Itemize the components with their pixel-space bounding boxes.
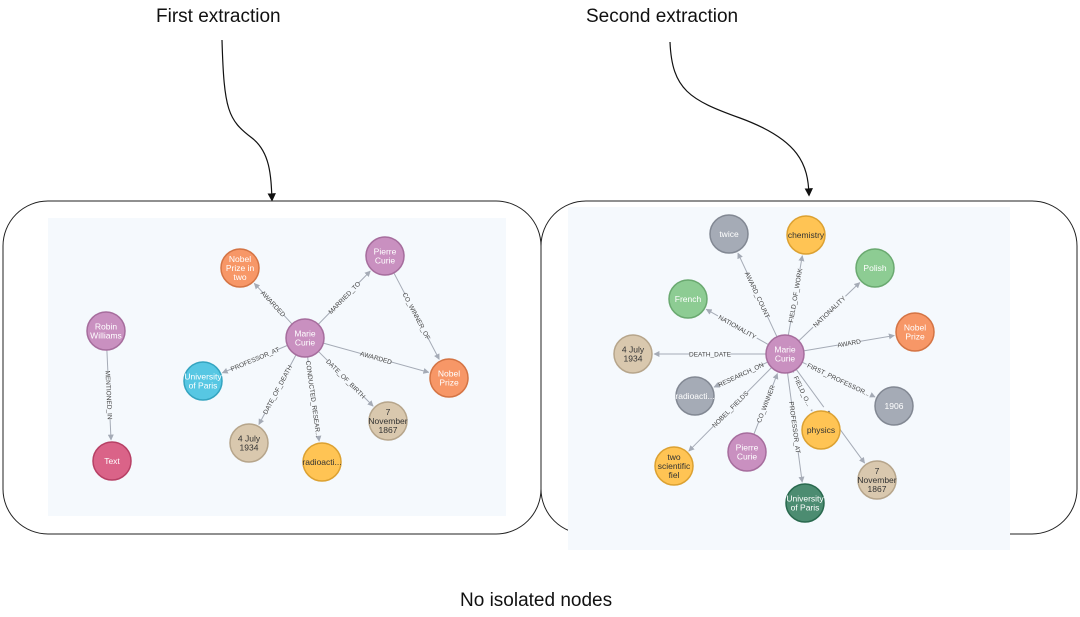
graph2-node-label-twosci: fiel (669, 470, 680, 480)
graph2-edge-label-bg (743, 272, 771, 318)
graph1-node-death (229, 423, 269, 463)
graph2-edge-label-bg (715, 312, 760, 342)
graph2-node-label-marie: Marie (774, 345, 796, 355)
graph1-node-label-death: 4 July (238, 434, 261, 444)
graph2-node-label-radio: radioacti... (675, 391, 714, 401)
graph2-node-chem (786, 215, 826, 255)
graph2-node-label-twice: twice (719, 229, 739, 239)
graph1-edge-label-bg (360, 349, 392, 367)
graph2-node-label-paris: University (786, 494, 824, 504)
graph2-edge-label-bg (718, 361, 764, 389)
graph2-node-label-birth: November (857, 475, 896, 485)
graph2-edge-label-bg (804, 360, 873, 399)
graph2-node-physics (801, 410, 841, 450)
graph2-node-label-twosci: two (667, 452, 681, 462)
graph2-node-label-death: 4 July (622, 345, 645, 355)
no-isolated-nodes-caption: No isolated nodes (460, 590, 613, 611)
graph1-edge-label-bg (303, 361, 323, 437)
graph1-node-paris (183, 361, 223, 401)
second-title-arrow (669, 41, 813, 197)
graph1-node-label-death: 1934 (240, 443, 259, 453)
graph2-node-french (668, 279, 708, 319)
graph2-edge-label-bg (810, 292, 849, 331)
graph2-edge-label-bg (786, 269, 805, 322)
graph2-node-radio (675, 376, 715, 416)
graph2-node-polish (855, 248, 895, 288)
graph1-node-text (92, 441, 132, 481)
graph2-node-label-nobel: Prize (905, 332, 925, 342)
graph1-node-marie (285, 318, 325, 358)
graph1-node-label-paris: of Paris (189, 381, 218, 391)
graph1-node-label-pierre: Curie (375, 256, 396, 266)
graph1-edge-label-bg (401, 292, 432, 340)
graph1-node-label-birth: 1867 (379, 425, 398, 435)
graph2-node-label-y1906: 1906 (885, 401, 904, 411)
graph1-node-label-prize_two: two (233, 272, 247, 282)
first-extraction-title: First extraction (156, 6, 281, 27)
graph2-edge-label: AWARD (837, 338, 862, 349)
graph2-edge-label-bg (837, 336, 861, 350)
graph2-node-label-physics: physics (807, 425, 835, 435)
graph2-node-marie (765, 334, 805, 374)
graph1-node-label-marie: Marie (294, 329, 316, 339)
graph2-node-label-chem: chemistry (788, 230, 825, 240)
graph2-node-y1906 (874, 386, 914, 426)
graph1-node-radio (302, 442, 342, 482)
graph1-node-label-prize_two: Prize in (226, 263, 255, 273)
graph2-edge-label-bg (787, 402, 803, 453)
graph2-node-twosci (654, 446, 694, 486)
graph2-node-label-french: French (675, 294, 702, 304)
graph2-node-label-death: 1934 (624, 354, 643, 364)
graph1-edge-label: MENTIONED_IN (104, 370, 113, 420)
graph1-node-label-birth: November (368, 416, 407, 426)
graph2-node-label-nobel: Nobel (904, 323, 926, 333)
graph1-node-nobel (429, 358, 469, 398)
graph2-edge-label: DEATH_DATE (689, 351, 732, 358)
graph2-node-label-pierre: Curie (737, 452, 758, 462)
graph1-node-birth (368, 401, 408, 441)
graph2-node-birth (857, 460, 897, 500)
graph1-node-label-nobel: Prize (439, 378, 459, 388)
graph2-node-nobel (895, 312, 935, 352)
graph1-edge-label-bg (324, 357, 368, 401)
graph2-edge-label-bg (789, 370, 816, 412)
graph1-node-pierre (365, 236, 405, 276)
graph2-node-label-marie: Curie (775, 354, 796, 364)
graph2-node-label-birth: 7 (875, 466, 880, 476)
graph1-node-label-radio: radioacti... (302, 457, 341, 467)
graph1-node-label-nobel: Nobel (438, 369, 460, 379)
graph1-edge-label-bg (261, 364, 294, 415)
graph1-node-label-text: Text (104, 456, 120, 466)
graph1-edge-label-bg (103, 370, 115, 420)
graph2-edge-label-bg (709, 388, 751, 430)
graph2-node-paris (785, 483, 825, 523)
graph2-node-twice (709, 214, 749, 254)
graph1-node-label-robin: Williams (90, 331, 122, 341)
graph1-node-label-marie: Curie (295, 338, 316, 348)
second-extraction-title: Second extraction (586, 6, 739, 27)
first-title-arrow (221, 39, 276, 202)
graph2-edge-label-bg (754, 384, 777, 423)
graph1-node-label-pierre: Pierre (374, 247, 397, 257)
graph1-node-label-robin: Robin (95, 322, 117, 332)
graph2-node-label-paris: of Paris (791, 503, 820, 513)
graph2-node-death (613, 334, 653, 374)
graph1-edge-label-bg (230, 345, 279, 373)
graph2-node-label-pierre: Pierre (736, 443, 759, 453)
graph1-node-robin (86, 311, 126, 351)
graph2-edge-label-bg (689, 349, 731, 359)
graph2-node-pierre (727, 432, 767, 472)
graph1-node-prize_two (220, 248, 260, 288)
graph1-node-label-paris: University (184, 372, 222, 382)
graph1-node-label-birth: 7 (386, 407, 391, 417)
graph1-edge-label-bg (259, 289, 287, 318)
graph1-edge-label-bg (326, 279, 362, 316)
graph2-node-label-birth: 1867 (868, 484, 887, 494)
graph2-node-label-polish: Polish (863, 263, 886, 273)
graph1-node-label-prize_two: Nobel (229, 254, 251, 264)
graph2-node-label-twosci: scientific (658, 461, 691, 471)
